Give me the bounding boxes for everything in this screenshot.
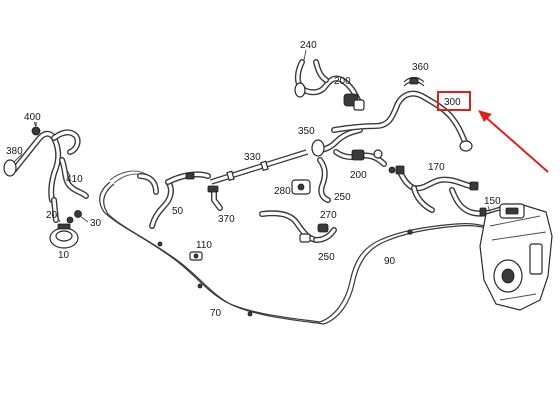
part-labels: 240 200 360 300 400 380 410 350 330 170 … [6,40,501,319]
clip-360 [403,76,425,87]
label-50: 50 [172,206,184,217]
hose-300 [331,90,473,152]
pipe-330 [209,149,309,185]
hose-350-assembly [311,127,396,203]
label-280: 280 [274,186,291,197]
leader-lines [13,49,491,223]
coolant-reservoir [479,203,553,311]
label-240: 240 [300,40,317,51]
label-300[interactable]: 300 [444,97,461,108]
label-250-lower: 250 [318,252,335,263]
label-250-upper: 250 [334,192,351,203]
highlight-arrow-head [478,110,492,122]
hose-50 [137,171,211,229]
highlight-arrow-line [481,113,549,173]
label-410: 410 [66,174,83,185]
label-170: 170 [428,162,445,173]
label-370: 370 [218,214,235,225]
label-380: 380 [6,146,23,157]
clip-110 [189,251,203,261]
label-200-upper: 200 [334,76,351,87]
label-400: 400 [24,112,41,123]
hose-270-assembly [259,210,337,243]
label-350: 350 [298,126,315,137]
hose-240-assembly [294,59,365,111]
label-150: 150 [484,196,501,207]
label-90: 90 [384,256,396,267]
label-30: 30 [90,218,102,229]
highlight-300 [437,91,549,173]
line-90 [319,223,493,325]
left-hose-assembly [3,122,89,223]
label-360: 360 [412,62,429,73]
label-110: 110 [196,240,212,251]
label-270: 270 [320,210,337,221]
hose-170-assembly [395,165,507,217]
fitting-280 [291,179,311,195]
highlight-box [437,91,471,111]
label-20: 20 [46,210,58,221]
label-70: 70 [210,308,222,319]
connector-370 [207,185,223,211]
line-70 [99,170,325,325]
label-330: 330 [244,152,261,163]
label-10: 10 [58,250,70,261]
label-200-lower: 200 [350,170,367,181]
pump-part-10 [49,210,82,249]
